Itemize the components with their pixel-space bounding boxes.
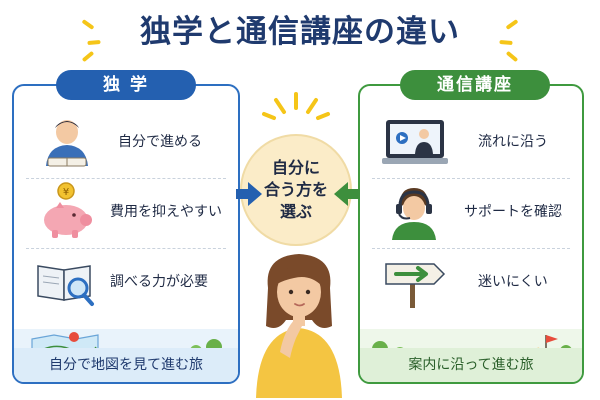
center-text-line: 合う方を (263, 180, 328, 199)
divider (26, 178, 226, 179)
center-text-line: 選ぶ (279, 202, 312, 221)
book-magnifier-icon (37, 265, 94, 306)
course-item: サポートを確認 (360, 182, 582, 246)
self-study-item: 調べる力が必要 (14, 252, 238, 316)
self-study-item: 自分で進める (14, 112, 238, 176)
video-lecture-icon (382, 120, 448, 164)
course-item: 流れに沿う (360, 112, 582, 176)
arrow-left-icon (334, 182, 360, 206)
self-study-item-label: 調べる力が必要 (110, 274, 208, 290)
divider (372, 178, 570, 179)
divider (372, 248, 570, 249)
piggy-bank-icon: ¥ (44, 182, 92, 238)
studying-person-icon (46, 120, 88, 167)
self-study-item-label: 費用を抑えやすい (110, 204, 222, 220)
idea-sparkle-icon (262, 92, 330, 120)
center-text-line: 自分に (271, 158, 320, 177)
course-item-label: 迷いにくい (478, 274, 548, 290)
self-study-item: ¥ 費用を抑えやすい (14, 182, 238, 246)
course-header: 通信講座 (400, 70, 550, 100)
self-study-footer: 自分で地図を見て進む旅 (14, 348, 238, 382)
headset-support-icon (392, 188, 436, 240)
course-item-label: サポートを確認 (464, 204, 562, 220)
goal-flag-icon (546, 335, 558, 343)
course-footer: 案内に沿って進む旅 (360, 348, 582, 382)
arrow-right-icon (236, 182, 262, 206)
course-item: 迷いにくい (360, 252, 582, 316)
svg-text:¥: ¥ (63, 187, 69, 198)
page-title: 独学と通信講座の違い (140, 14, 460, 50)
title-row: 独学と通信講座の違い (0, 6, 600, 63)
course-item-label: 流れに沿う (478, 134, 548, 150)
direction-sign-icon (385, 263, 446, 308)
map-pin-icon (69, 332, 79, 342)
divider (26, 248, 226, 249)
thinking-woman-icon (256, 254, 342, 398)
self-study-item-label: 自分で進める (118, 134, 202, 150)
correspondence-course-panel: 流れに沿う サポートを確認 迷いにくい (358, 84, 584, 384)
self-study-panel: 自分で進める ¥ 費用を抑えやすい 調べる力が必要 (12, 84, 240, 384)
self-study-header: 独 学 (56, 70, 196, 100)
